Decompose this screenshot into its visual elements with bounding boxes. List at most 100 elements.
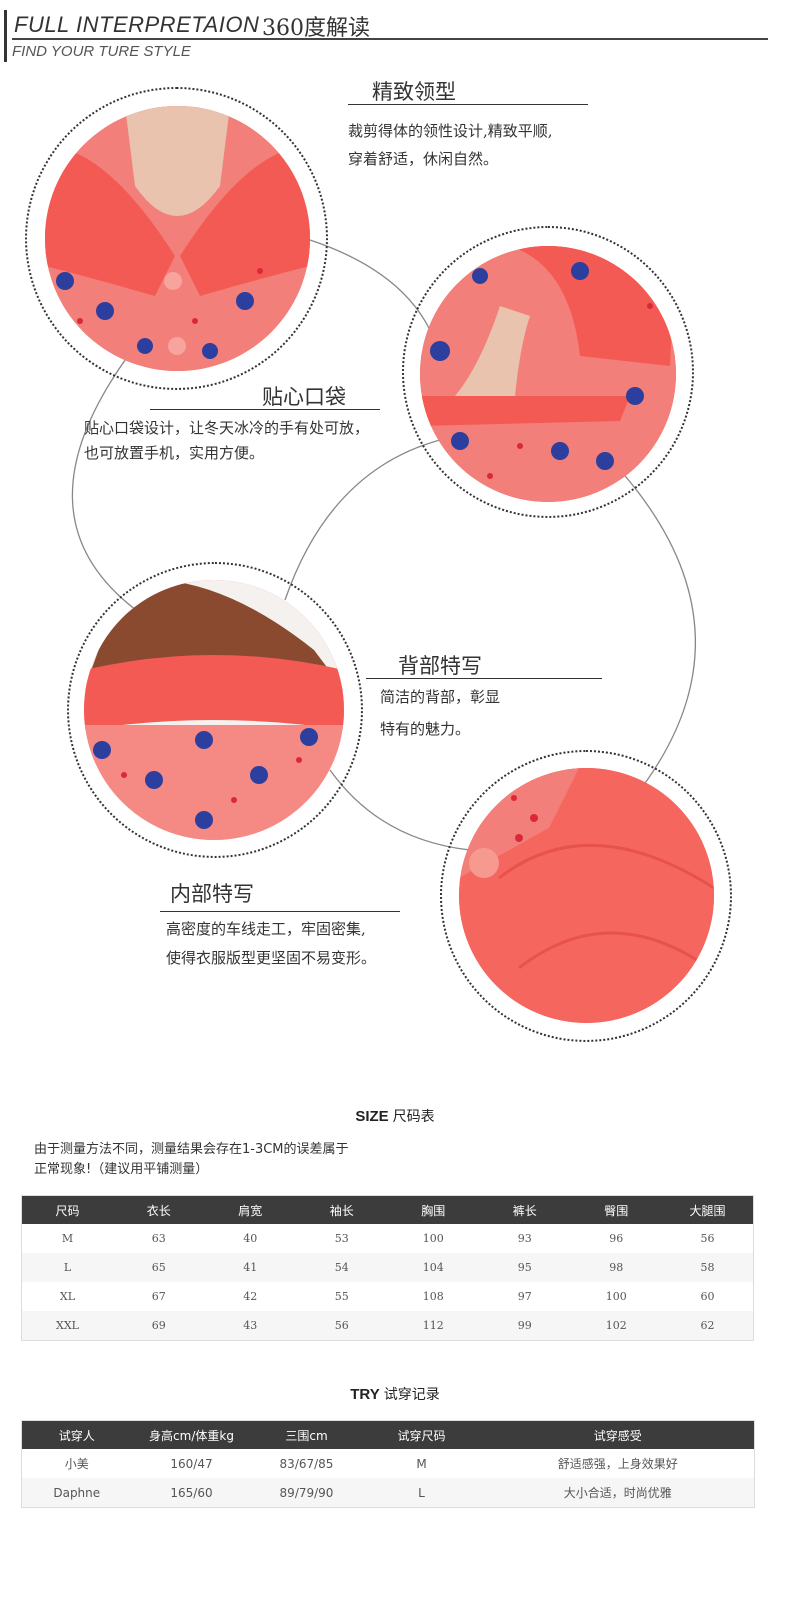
size-header-cell: 大腿围 — [662, 1195, 754, 1224]
pocket-photo-ring — [402, 226, 694, 518]
size-table: 尺码 衣长 肩宽 袖长 胸围 裤长 臀围 大腿围 M 63 40 53 100 … — [21, 1195, 754, 1341]
header-title-en: FULL INTERPRETAION — [14, 12, 260, 37]
table-cell: 舒适感强，上身效果好 — [557, 1457, 678, 1471]
table-cell: 56 — [700, 1232, 715, 1245]
inside-photo-ring — [440, 750, 732, 1042]
size-header-cell: 裤长 — [479, 1195, 571, 1224]
table-cell: 93 — [517, 1232, 532, 1245]
feature-inside-title: 内部特写 — [170, 882, 254, 906]
inside-photo — [459, 768, 714, 1023]
table-cell: 108 — [422, 1290, 444, 1303]
table-cell: 60 — [700, 1290, 715, 1303]
size-title-cn: 尺码表 — [392, 1109, 435, 1125]
table-cell: 42 — [243, 1290, 258, 1303]
table-cell: 83/67/85 — [279, 1456, 334, 1471]
feature-inside-line-2: 使得衣服版型更坚固不易变形。 — [166, 949, 377, 967]
try-header-cell: 试穿尺码 — [361, 1420, 482, 1449]
table-cell: 63 — [151, 1232, 166, 1245]
table-cell: 55 — [334, 1290, 349, 1303]
feature-back-line-2: 特有的魅力。 — [380, 720, 471, 738]
size-note-line-2: 正常现象!（建议用平铺测量） — [34, 1162, 209, 1177]
table-cell: 104 — [387, 1253, 479, 1282]
table-row: L 65 41 54 104 95 98 58 — [21, 1253, 754, 1282]
table-cell: 43 — [204, 1311, 296, 1341]
table-cell: 58 — [662, 1253, 754, 1282]
table-cell: 62 — [662, 1311, 754, 1341]
table-cell: Daphne — [21, 1478, 132, 1508]
try-table: 试穿人 身高cm/体重kg 三围cm 试穿尺码 试穿感受 小美 160/47 8… — [21, 1420, 755, 1508]
size-header-cell: 袖长 — [296, 1195, 388, 1224]
feature-pocket-title: 贴心口袋 — [262, 385, 346, 409]
back-photo — [84, 580, 344, 840]
size-header-cell: 胸围 — [387, 1195, 479, 1224]
feature-pocket-line-2: 也可放置手机，实用方便。 — [84, 444, 265, 462]
table-cell: 56 — [296, 1311, 388, 1341]
table-row: 小美 160/47 83/67/85 M 舒适感强，上身效果好 — [22, 1449, 755, 1478]
table-row: Daphne 165/60 89/79/90 L 大小合适，时尚优雅 — [21, 1478, 755, 1508]
feature-inside-line-1: 高密度的车线走工，牢固密集, — [166, 920, 366, 938]
table-cell: 大小合适，时尚优雅 — [481, 1478, 755, 1508]
table-cell: L — [21, 1253, 113, 1282]
table-cell: 95 — [479, 1253, 571, 1282]
size-header-cell: 衣长 — [113, 1195, 205, 1224]
back-photo-ring — [67, 562, 363, 858]
feature-collar-line-1: 裁剪得体的领性设计,精致平顺, — [348, 122, 553, 140]
collar-photo-ring — [25, 87, 328, 390]
feature-back-line-1: 简洁的背部，彰显 — [380, 688, 501, 706]
table-cell: M — [61, 1232, 74, 1245]
size-table-header: 尺码 衣长 肩宽 袖长 胸围 裤长 臀围 大腿围 — [21, 1195, 754, 1224]
feature-back-title: 背部特写 — [398, 654, 482, 678]
table-cell: 54 — [296, 1253, 388, 1282]
table-cell: 97 — [517, 1290, 532, 1303]
table-cell: 67 — [151, 1290, 166, 1303]
table-cell: XL — [59, 1290, 76, 1303]
feature-pocket-line-1: 贴心口袋设计，让冬天冰冷的手有处可放， — [84, 419, 370, 437]
table-cell: 100 — [605, 1290, 627, 1303]
table-cell: 65 — [113, 1253, 205, 1282]
table-cell: XXL — [21, 1311, 113, 1341]
table-cell: 小美 — [64, 1457, 89, 1471]
feature-pocket-divider — [150, 409, 380, 410]
table-cell: 98 — [570, 1253, 662, 1282]
header-subtitle: FIND YOUR TURE STYLE — [12, 43, 191, 60]
size-header-cell: 肩宽 — [204, 1195, 296, 1224]
pocket-photo — [420, 246, 676, 502]
table-cell: 41 — [204, 1253, 296, 1282]
table-cell: 53 — [334, 1232, 349, 1245]
table-cell: 102 — [570, 1311, 662, 1341]
try-header-cell: 试穿感受 — [481, 1420, 755, 1449]
feature-back-divider — [366, 678, 602, 679]
header-title-cn: 360度解读 — [262, 16, 370, 41]
try-title-cn: 试穿记录 — [383, 1387, 440, 1403]
table-cell: L — [361, 1478, 482, 1508]
try-header-cell: 三围cm — [251, 1420, 362, 1449]
try-header-cell: 试穿人 — [21, 1420, 132, 1449]
table-row: M 63 40 53 100 93 96 56 — [22, 1224, 754, 1253]
size-note: 由于测量方法不同，测量结果会存在1-3CM的误差属于 正常现象!（建议用平铺测量… — [34, 1140, 349, 1180]
feature-collar-title: 精致领型 — [372, 80, 456, 104]
feature-collar-divider — [348, 104, 588, 105]
collar-photo — [45, 106, 310, 371]
try-table-header: 试穿人 身高cm/体重kg 三围cm 试穿尺码 试穿感受 — [21, 1420, 755, 1449]
size-header-cell: 臀围 — [570, 1195, 662, 1224]
try-title-en: TRY — [350, 1386, 380, 1403]
table-cell: 112 — [387, 1311, 479, 1341]
table-cell: 100 — [422, 1232, 444, 1245]
feature-collar-line-2: 穿着舒适，休闲自然。 — [348, 150, 499, 168]
table-cell: 160/47 — [170, 1456, 213, 1471]
table-cell: 40 — [243, 1232, 258, 1245]
table-row: XXL 69 43 56 112 99 102 62 — [21, 1311, 754, 1341]
table-row: XL 67 42 55 108 97 100 60 — [22, 1282, 754, 1311]
table-cell: 99 — [479, 1311, 571, 1341]
table-cell: 165/60 — [131, 1478, 252, 1508]
table-cell: 96 — [609, 1232, 624, 1245]
size-note-line-1: 由于测量方法不同，测量结果会存在1-3CM的误差属于 — [34, 1142, 349, 1157]
table-cell: 89/79/90 — [251, 1478, 362, 1508]
size-header-cell: 尺码 — [21, 1195, 113, 1224]
header-accent-bar — [4, 10, 7, 62]
header-divider — [12, 38, 768, 40]
feature-inside-divider — [160, 911, 400, 912]
table-cell: M — [416, 1456, 427, 1471]
